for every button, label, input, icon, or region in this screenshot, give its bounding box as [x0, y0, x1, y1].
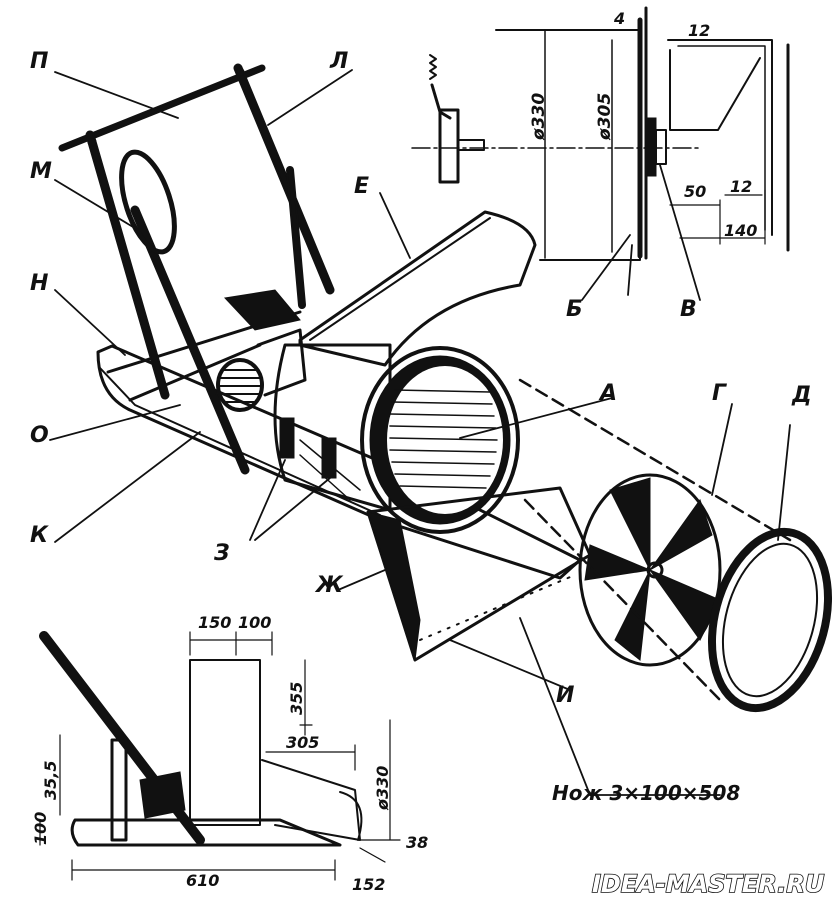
dim-4: 4 [613, 9, 625, 28]
impeller [578, 473, 722, 667]
side-view: 150 100 355 305 ø330 35,5 100 610 38 152 [31, 613, 428, 894]
side-dim-355-top: 355 [287, 682, 306, 715]
knife-spec: Нож 3×100×508 [552, 781, 740, 805]
label-H: Н [30, 271, 48, 296]
side-dim-38: 38 [406, 833, 428, 852]
label-A: А [598, 381, 617, 406]
handle-frame [58, 63, 335, 475]
label-L: Л [329, 49, 348, 74]
side-dim-610: 610 [186, 871, 219, 890]
outlet-cylinder [518, 378, 833, 713]
side-dim-152: 152 [352, 875, 385, 894]
main-isometric-view: П Л М Н Е О А Г Д К З Ж И Нож 3×100×508 [30, 49, 833, 805]
label-Z: З [213, 541, 230, 566]
label-O: О [30, 423, 49, 448]
main-drum [273, 343, 520, 534]
label-D: Д [791, 383, 812, 408]
dim-d330: ø330 [529, 93, 549, 141]
dim-12-bottom: 12 [730, 177, 752, 196]
intake-housing [298, 210, 537, 367]
side-dim-305: 305 [286, 733, 319, 752]
label-V: В [680, 297, 697, 322]
label-K: К [30, 523, 49, 548]
label-P: П [30, 49, 48, 74]
side-dim-150: 150 [198, 613, 231, 632]
label-M: М [30, 159, 52, 184]
dim-140: 140 [724, 221, 757, 240]
control-ring [119, 149, 177, 255]
label-Zh: Ж [314, 573, 344, 598]
side-dim-d330: ø330 [373, 766, 392, 811]
leader-lines [49, 69, 791, 796]
discharge-funnel [366, 486, 592, 662]
label-B: Б [566, 297, 583, 322]
side-dim-355-left: 35,5 [41, 761, 60, 800]
dim-d305: ø305 [595, 93, 615, 141]
side-dim-100-left: 100 [31, 812, 50, 845]
label-E: Е [354, 174, 369, 199]
engine [216, 289, 307, 412]
side-dim-100-top: 100 [238, 613, 271, 632]
detail-drum-section: 4 12 ø330 ø305 50 12 140 Б В [411, 6, 790, 322]
dim-12-top: 12 [688, 21, 710, 40]
dim-50: 50 [684, 182, 706, 201]
label-G: Г [712, 381, 727, 406]
base-ski-edge [99, 367, 381, 516]
watermark: IDEA-MASTER.RU [592, 870, 824, 898]
label-I: И [556, 683, 574, 708]
